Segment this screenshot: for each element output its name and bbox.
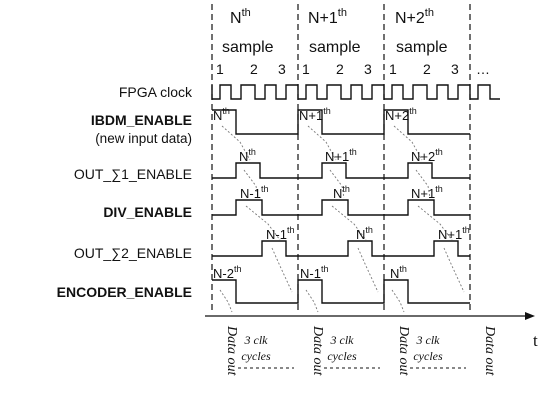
signal-labels: FPGA clock IBDM_ENABLE (new input data) … — [57, 84, 193, 300]
clock-number: 3 — [278, 61, 286, 77]
clk-cycles-line2: cycles — [413, 349, 443, 363]
clk-cycles-line2: cycles — [327, 349, 357, 363]
clk-cycles-line1: 3 clk — [244, 333, 269, 347]
flow-arrow — [271, 247, 293, 293]
sample-boundaries — [211, 4, 471, 312]
flow-arrow — [219, 289, 233, 313]
time-axis: t — [205, 312, 538, 350]
ann-out-sum2: N-1th — [266, 225, 294, 242]
sample-2-title: N+1th — [308, 7, 347, 27]
flow-arrows — [219, 125, 465, 313]
flow-arrow — [245, 205, 281, 241]
flow-arrow — [221, 125, 251, 161]
ann-out-sum1: N+2th — [411, 147, 443, 164]
flow-arrow — [393, 125, 423, 161]
flow-arrow — [417, 205, 453, 241]
ann-encoder: Nth — [390, 264, 407, 281]
flow-arrow — [243, 169, 259, 199]
bottom-annotations: Data out Data out Data out Data out 3 cl… — [224, 325, 497, 377]
label-encoder-enable: ENCODER_ENABLE — [57, 284, 192, 300]
ann-out-sum1: Nth — [239, 147, 256, 164]
clock-number: 1 — [216, 61, 224, 77]
label-out-sum2-enable: OUT_∑2_ENABLE — [74, 245, 192, 261]
flow-arrow — [443, 247, 465, 293]
clock-number: 3 — [451, 61, 459, 77]
flow-arrow — [415, 169, 431, 199]
waveforms — [211, 84, 500, 304]
data-out-label: Data out — [310, 325, 325, 377]
data-out-label: Data out — [224, 325, 239, 377]
waveform-annotations: Nth N+1th N+2th Nth N+1th N+2th N-1th Nt… — [213, 106, 470, 281]
label-div-enable: DIV_ENABLE — [103, 204, 192, 220]
flow-arrow — [357, 247, 379, 293]
clk-cycles-line1: 3 clk — [330, 333, 355, 347]
clock-number: 1 — [389, 61, 397, 77]
wave-encoder-enable — [212, 279, 470, 304]
label-ibdm-sublabel: (new input data) — [95, 131, 192, 146]
label-fpga-clock: FPGA clock — [119, 84, 193, 100]
clock-number: 2 — [336, 61, 344, 77]
data-out-label: Data out — [396, 325, 411, 377]
label-ibdm-enable: IBDM_ENABLE — [91, 112, 192, 128]
sample-3-word: sample — [396, 39, 448, 56]
ann-div: Nth — [333, 184, 350, 201]
data-out-label: Data out — [482, 325, 497, 377]
wave-ibdm-enable — [212, 109, 470, 135]
ann-encoder: N-1th — [300, 264, 328, 281]
flow-arrow — [391, 289, 405, 313]
ann-encoder: N-2th — [213, 264, 241, 281]
clock-number: 2 — [423, 61, 431, 77]
label-out-sum1-enable: OUT_∑1_ENABLE — [74, 166, 192, 182]
sample-3-title: N+2th — [395, 7, 434, 27]
clk-cycles-line2: cycles — [241, 349, 271, 363]
clock-number: 2 — [250, 61, 258, 77]
flow-arrow — [329, 169, 345, 199]
wave-out-sum1-enable — [212, 162, 470, 179]
flow-arrow — [307, 125, 337, 161]
flow-arrow — [331, 205, 367, 241]
ann-out-sum1: N+1th — [325, 147, 357, 164]
clock-numbers: 1 2 3 1 2 3 1 2 3 … — [216, 61, 490, 77]
ann-ibdm: N+1th — [299, 106, 331, 123]
ann-ibdm: N+2th — [385, 106, 417, 123]
clock-number: 3 — [364, 61, 372, 77]
ann-out-sum2: N+1th — [438, 225, 470, 242]
time-axis-arrowhead — [525, 312, 535, 320]
clk-cycles-line1: 3 clk — [416, 333, 441, 347]
flow-arrow — [305, 289, 319, 313]
ann-div: N+1th — [411, 184, 443, 201]
ann-div: N-1th — [240, 184, 268, 201]
ann-ibdm: Nth — [213, 106, 230, 123]
wave-out-sum2-enable — [212, 240, 470, 257]
clock-number: 1 — [302, 61, 310, 77]
time-axis-label: t — [533, 331, 538, 350]
ann-out-sum2: Nth — [356, 225, 373, 242]
sample-headers: Nth sample N+1th sample N+2th sample — [222, 7, 448, 56]
wave-div-enable — [212, 199, 470, 216]
wave-fpga-clock — [211, 84, 500, 100]
sample-2-word: sample — [309, 39, 361, 56]
sample-1-word: sample — [222, 39, 274, 56]
sample-1-title: Nth — [230, 7, 251, 27]
clock-ellipsis: … — [476, 61, 490, 77]
